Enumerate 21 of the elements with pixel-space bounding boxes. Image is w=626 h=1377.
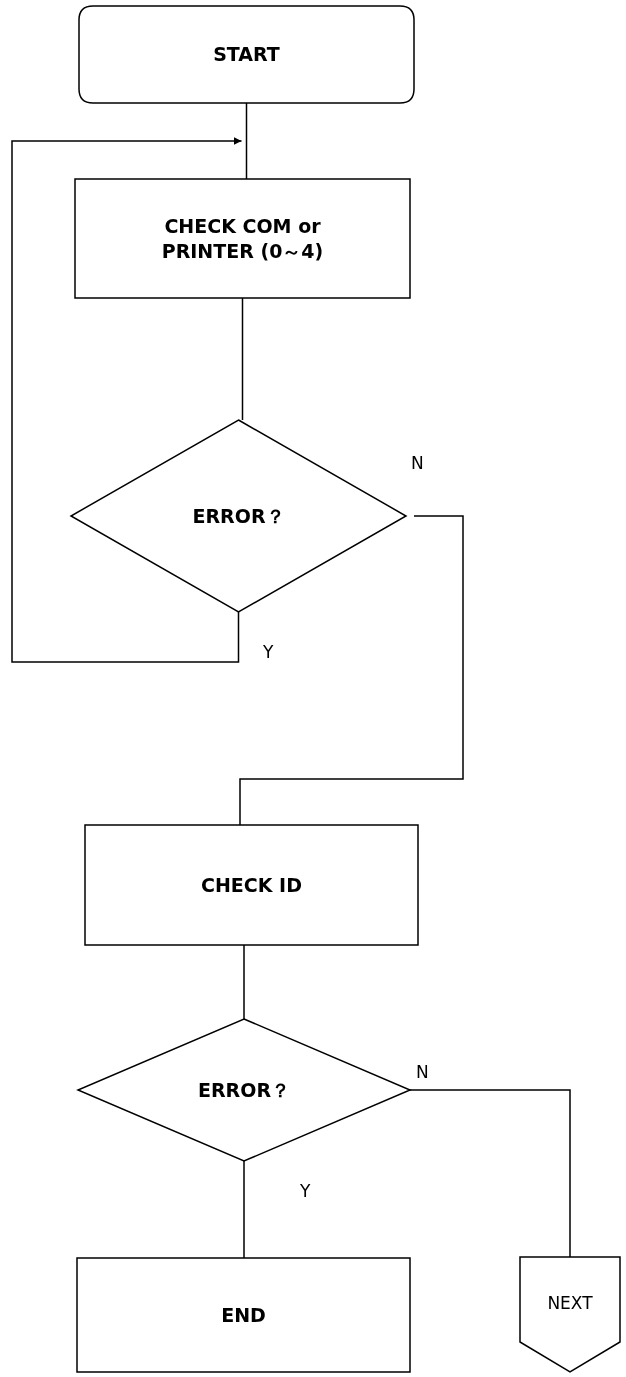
- flow-arrow: [11, 137, 243, 663]
- decision-diamond: [71, 420, 406, 612]
- process-box: [77, 1258, 410, 1372]
- process-box: [75, 179, 410, 298]
- step-text: CHECK ID: [201, 872, 302, 898]
- step-text: START: [213, 42, 280, 67]
- process-box: [85, 825, 418, 945]
- connector-line: [243, 1160, 245, 1259]
- connector-line: [239, 515, 464, 826]
- connector-line: [241, 297, 244, 421]
- terminal-box: [79, 6, 414, 103]
- decision-text: ERROR？: [198, 1077, 290, 1103]
- decision-text: ERROR？: [192, 503, 285, 529]
- step-text: END: [221, 1302, 266, 1328]
- off-page-connector: [520, 1257, 620, 1372]
- connector-line: [245, 102, 248, 180]
- step-text: NEXT: [547, 1292, 593, 1315]
- step-text: CHECK COM or PRINTER (0～4): [160, 213, 325, 264]
- decision-diamond: [78, 1019, 410, 1161]
- connector-line: [409, 1089, 571, 1258]
- connector-line: [243, 944, 245, 1020]
